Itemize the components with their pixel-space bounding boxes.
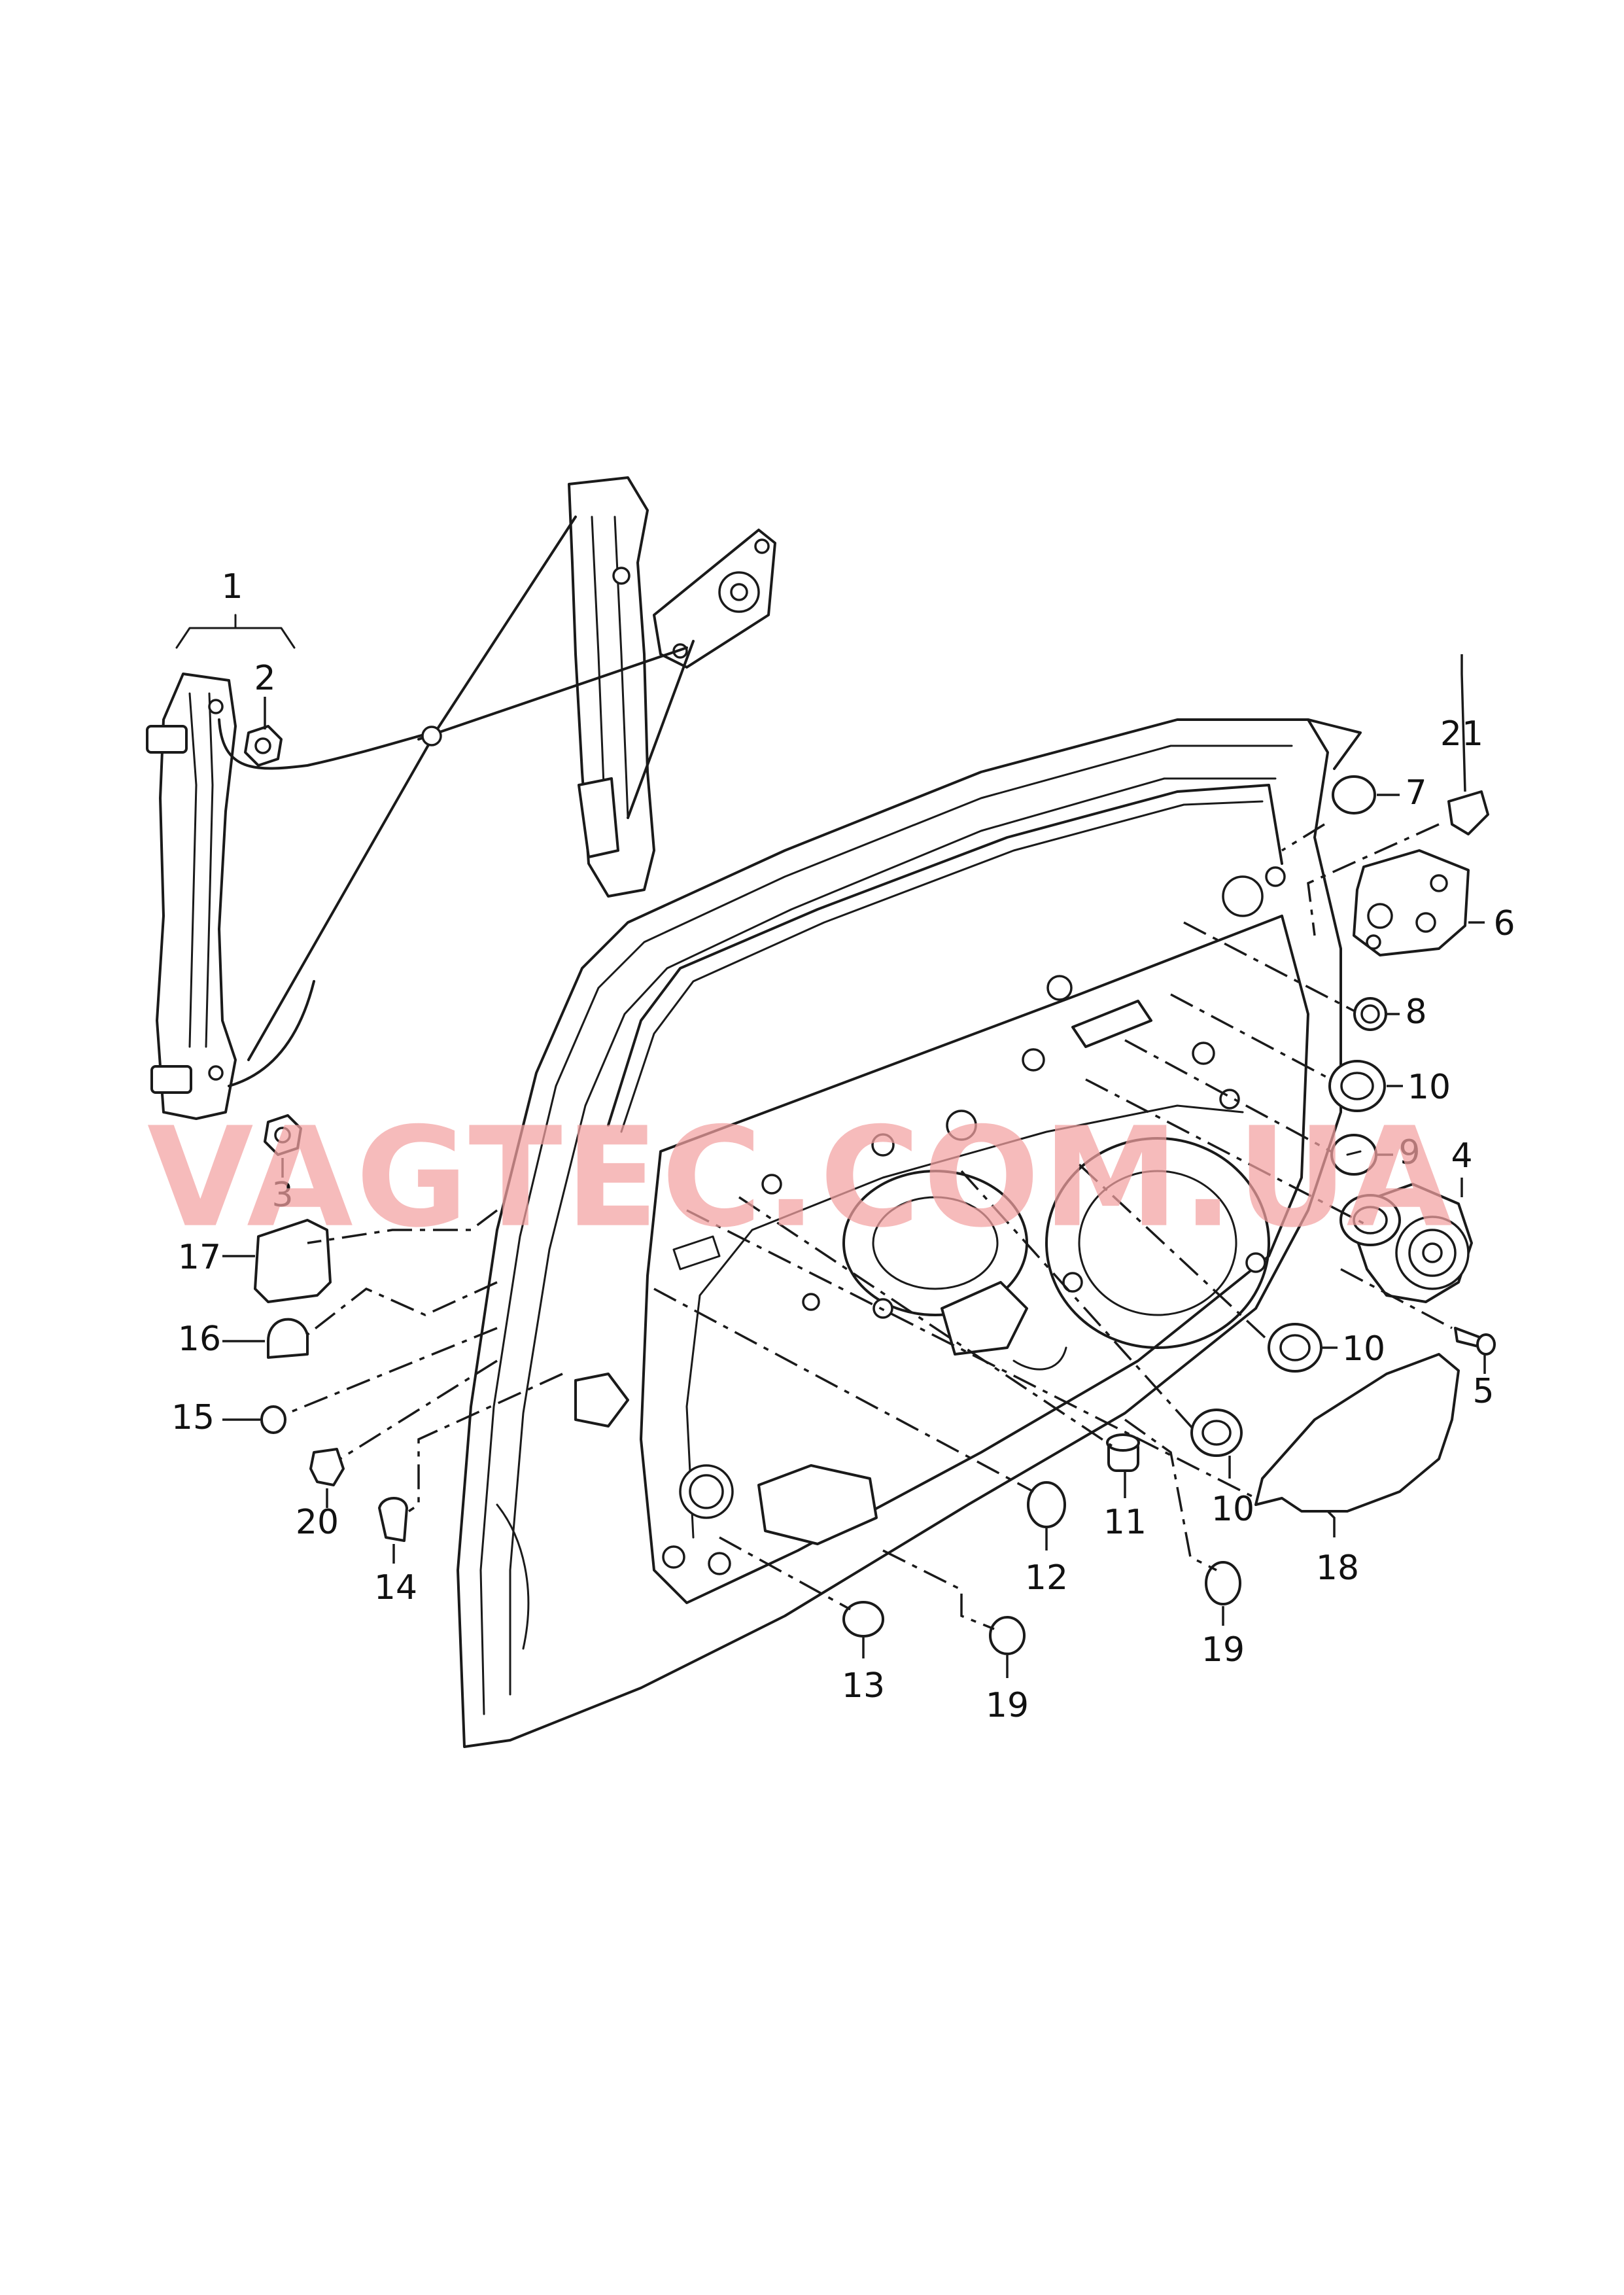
insulation-item-18 <box>1254 1353 1460 1513</box>
callout-labels: 1 2 3 4 5 6 7 8 9 10 10 10 11 12 13 14 1… <box>171 567 1515 1725</box>
callout-17: 17 <box>178 1238 221 1277</box>
ring-item-8 <box>1353 997 1387 1031</box>
cap-item-19-b <box>989 1616 1026 1655</box>
callout-15: 15 <box>171 1398 215 1437</box>
callout-12: 12 <box>1025 1558 1068 1598</box>
clip-item-21 <box>1447 790 1489 835</box>
cap-item-16 <box>267 1318 309 1359</box>
callout-2: 2 <box>254 659 275 698</box>
window-regulator <box>146 476 776 1120</box>
control-unit-item-6 <box>1353 849 1470 956</box>
plug-item-15 <box>260 1405 286 1434</box>
callout-1: 1 <box>221 567 243 606</box>
callout-16: 16 <box>178 1320 221 1359</box>
callout-3: 3 <box>271 1176 293 1215</box>
grommet-item-10-a <box>1328 1060 1386 1112</box>
callout-19-b: 19 <box>986 1686 1029 1725</box>
grommet-item-10-c <box>1190 1409 1243 1457</box>
nut-item-2 <box>244 725 283 767</box>
callout-5: 5 <box>1472 1372 1494 1411</box>
plug-item-7 <box>1332 775 1376 815</box>
grommet-item-10-b <box>1268 1323 1322 1373</box>
callout-9: 9 <box>1398 1133 1420 1172</box>
callout-13: 13 <box>842 1666 885 1706</box>
window-motor-item-4 <box>1339 1183 1473 1303</box>
screw-item-5 <box>1454 1327 1496 1356</box>
watermark-text: VAGTEC.COM.UA <box>147 1098 1455 1258</box>
callout-10-c: 10 <box>1211 1490 1254 1529</box>
leader-lines <box>222 654 1486 1678</box>
callout-18: 18 <box>1316 1549 1359 1588</box>
cover-item-17 <box>254 1219 332 1303</box>
grommet-item-9 <box>1330 1134 1377 1176</box>
cap-item-12 <box>1027 1481 1066 1528</box>
callout-10-b: 10 <box>1342 1329 1385 1369</box>
callout-4: 4 <box>1451 1136 1472 1176</box>
cap-item-14 <box>378 1497 408 1542</box>
cap-item-19-a <box>1205 1561 1241 1605</box>
callout-7: 7 <box>1405 773 1426 813</box>
item-1-bracket <box>175 614 296 649</box>
callout-10-a: 10 <box>1408 1068 1451 1107</box>
callout-21: 21 <box>1440 714 1483 754</box>
callout-20: 20 <box>296 1503 339 1542</box>
assembly-lines <box>287 823 1453 1630</box>
callout-14: 14 <box>374 1568 417 1607</box>
callout-6: 6 <box>1493 904 1515 943</box>
plug-item-11 <box>1106 1433 1140 1472</box>
cap-item-13 <box>842 1601 884 1638</box>
callout-11: 11 <box>1103 1503 1147 1542</box>
callout-19-a: 19 <box>1201 1630 1245 1670</box>
callout-8: 8 <box>1405 992 1426 1032</box>
door-shell <box>457 718 1362 1748</box>
clip-item-20 <box>309 1448 345 1486</box>
nut-item-3 <box>264 1114 302 1156</box>
